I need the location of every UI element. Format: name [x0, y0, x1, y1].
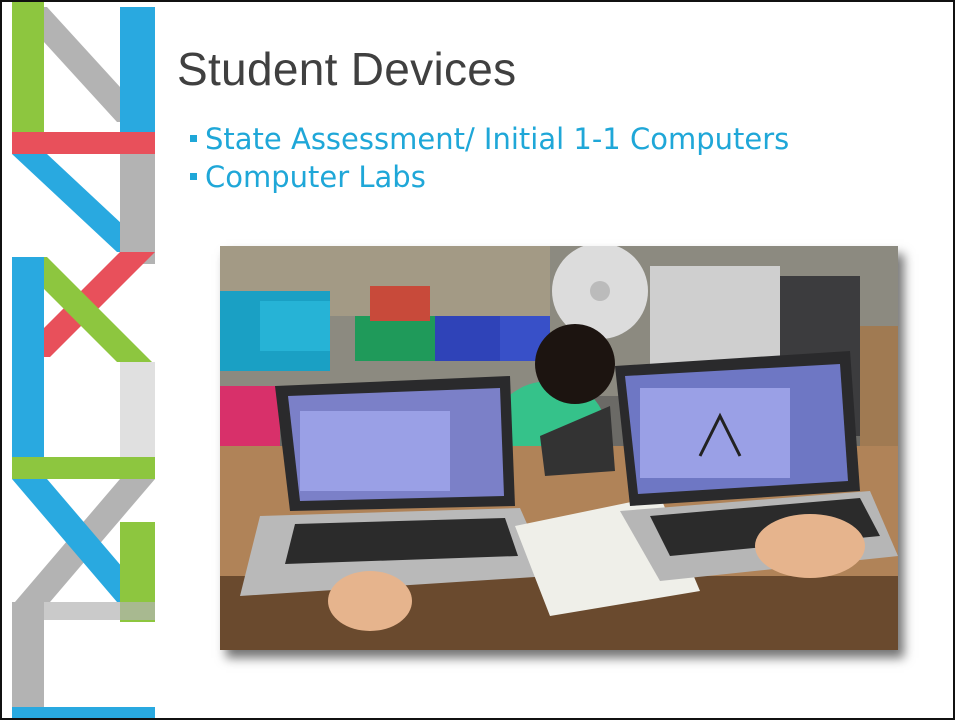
photo-icon: [220, 246, 898, 650]
bullet-item: State Assessment/ Initial 1-1 Computers: [190, 120, 789, 158]
square-bullet-icon: [190, 173, 197, 180]
brand-logo-strip: [12, 2, 155, 718]
slide-title: Student Devices: [177, 43, 517, 95]
bullet-item: Computer Labs: [190, 158, 789, 196]
square-bullet-icon: [190, 135, 197, 142]
bullet-text: State Assessment/ Initial 1-1 Computers: [205, 122, 790, 156]
classroom-photo: [220, 246, 898, 650]
bullet-list: State Assessment/ Initial 1-1 Computers …: [190, 120, 789, 196]
bullet-text: Computer Labs: [205, 160, 426, 194]
